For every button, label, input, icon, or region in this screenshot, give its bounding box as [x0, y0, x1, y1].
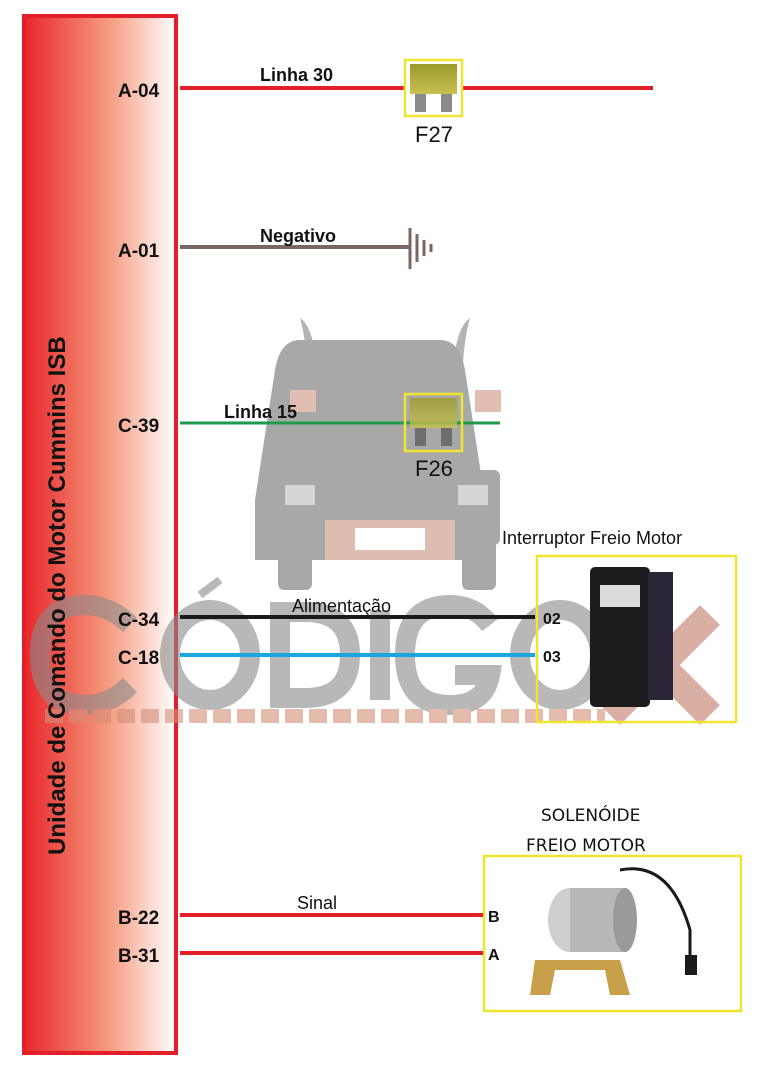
switch-label: Interruptor Freio Motor [502, 528, 682, 548]
brake-switch [535, 554, 738, 724]
ground-icon [408, 228, 433, 269]
fuse-label: F26 [415, 456, 453, 481]
fuse-label: F27 [415, 122, 453, 147]
solenoid-label-1: SOLENÓIDE [541, 804, 640, 826]
wire-label: Alimentação [292, 596, 391, 616]
fuse-f26: F26 [403, 392, 464, 481]
pin-label: A-04 [118, 81, 160, 102]
fuse-f27: F27 [403, 58, 464, 147]
wire-c18: C-18 03 [118, 648, 561, 669]
wire-c34: C-34 Alimentação 02 [118, 596, 561, 631]
ecu-box [22, 14, 178, 1055]
terminal-label: 03 [543, 649, 561, 666]
wire-b22: B-22 Sinal B [118, 893, 500, 929]
wire-label: Sinal [297, 893, 337, 913]
wire-label: Negativo [260, 226, 336, 246]
terminal-label: 02 [543, 611, 561, 628]
solenoid-valve [482, 854, 743, 1013]
terminal-label: A [488, 947, 500, 964]
pin-label: B-22 [118, 908, 159, 929]
pin-label: B-31 [118, 946, 160, 967]
solenoid-label-2: FREIO MOTOR [526, 836, 646, 856]
truck-watermark [255, 318, 501, 590]
wire-label: Linha 15 [224, 402, 297, 422]
pin-label: A-01 [118, 241, 160, 262]
pin-label: C-18 [118, 648, 159, 669]
ecu-label: Unidade de Comando do Motor Cummins ISB [44, 336, 71, 855]
wire-a04: A-04 Linha 30 [118, 65, 653, 102]
wire-b31: B-31 A [118, 946, 500, 967]
terminal-label: B [488, 909, 500, 926]
pin-label: C-34 [118, 610, 160, 631]
pin-label: C-39 [118, 416, 159, 437]
wire-label: Linha 30 [260, 65, 333, 85]
wire-a01: A-01 Negativo [118, 226, 433, 269]
